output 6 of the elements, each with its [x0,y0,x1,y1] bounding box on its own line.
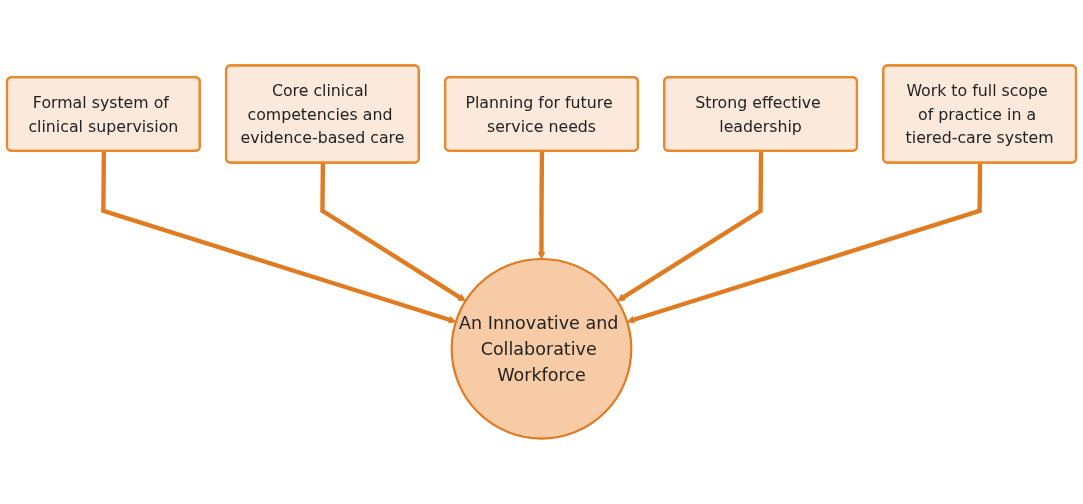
arrow [617,151,764,302]
arrow [320,163,466,302]
arrow [537,151,546,260]
node-circle: An Innovative and Collaborative Workforce [450,257,633,440]
arrow [626,163,983,324]
arrow [101,151,457,324]
